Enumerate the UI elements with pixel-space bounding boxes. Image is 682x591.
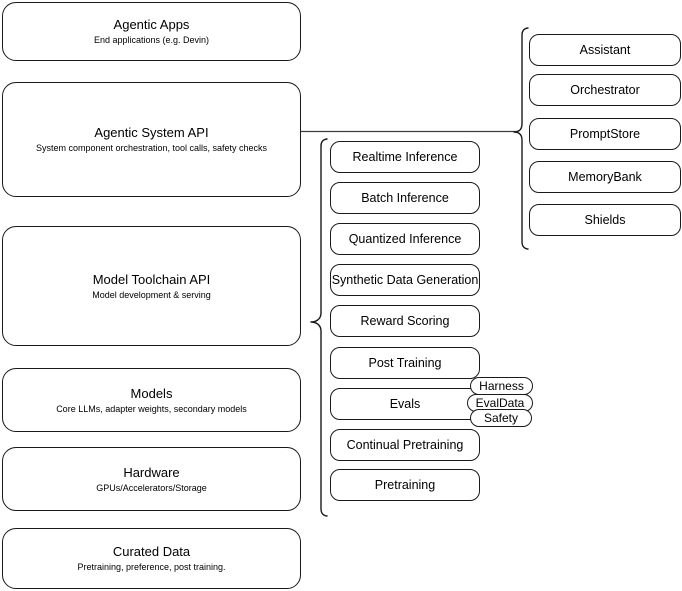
right-node-promptstore[interactable]: PromptStore [529, 118, 681, 150]
stack-box-subtitle: Model development & serving [92, 289, 211, 300]
right-node-label: MemoryBank [568, 169, 642, 184]
middle-node-label: Batch Inference [361, 190, 449, 205]
right-node-assistant[interactable]: Assistant [529, 34, 681, 66]
right-node-label: Assistant [579, 42, 631, 57]
stack-box-title: Agentic Apps [113, 17, 190, 32]
middle-node-label: Evals [389, 396, 421, 411]
stack-box-subtitle: Core LLMs, adapter weights, secondary mo… [56, 403, 247, 414]
stack-box-subtitle: System component orchestration, tool cal… [35, 143, 268, 153]
right-node-label: Orchestrator [570, 82, 640, 97]
stack-box-hardware[interactable]: Hardware GPUs/Accelerators/Storage [2, 447, 301, 511]
middle-node-label: Pretraining [374, 477, 436, 492]
middle-node-label: Realtime Inference [352, 149, 458, 164]
stack-box-subtitle: End applications (e.g. Devin) [93, 35, 210, 45]
middle-node-reward-scoring[interactable]: Reward Scoring [330, 305, 480, 337]
right-node-orchestrator[interactable]: Orchestrator [529, 74, 681, 106]
middle-node-label: Quantized Inference [348, 231, 462, 246]
stack-box-subtitle: Pretraining, preference, post training. [77, 562, 226, 572]
stack-box-title: Agentic System API [94, 125, 209, 140]
evals-pill-harness[interactable]: Harness [470, 377, 533, 395]
stack-box-curated-data[interactable]: Curated Data Pretraining, preference, po… [2, 528, 301, 589]
stack-box-subtitle: GPUs/Accelerators/Storage [96, 482, 207, 493]
stack-box-agentic-system-api[interactable]: Agentic System API System component orch… [2, 82, 301, 197]
right-node-label: Shields [584, 212, 626, 227]
stack-box-model-toolchain-api[interactable]: Model Toolchain API Model development & … [2, 226, 301, 346]
stack-box-title: Model Toolchain API [92, 271, 211, 287]
middle-node-batch-inference[interactable]: Batch Inference [330, 182, 480, 214]
middle-node-synthetic-data-generation[interactable]: Synthetic Data Generation [330, 264, 480, 296]
right-node-label: PromptStore [569, 126, 641, 141]
stack-box-title: Curated Data [112, 544, 191, 559]
middle-node-post-training[interactable]: Post Training [330, 347, 480, 379]
middle-node-realtime-inference[interactable]: Realtime Inference [330, 141, 480, 173]
stack-box-title: Models [130, 385, 173, 401]
stack-box-models[interactable]: Models Core LLMs, adapter weights, secon… [2, 368, 301, 432]
middle-node-label: Synthetic Data Generation [331, 272, 479, 287]
connector-agentic-system-api-to-right-group [300, 124, 522, 140]
right-node-shields[interactable]: Shields [529, 204, 681, 236]
middle-node-pretraining[interactable]: Pretraining [330, 469, 480, 501]
stack-box-agentic-apps[interactable]: Agentic Apps End applications (e.g. Devi… [2, 2, 301, 61]
middle-node-label: Reward Scoring [360, 313, 450, 328]
middle-node-label: Post Training [368, 355, 442, 370]
middle-node-continual-pretraining[interactable]: Continual Pretraining [330, 429, 480, 461]
evals-pill-safety[interactable]: Safety [470, 409, 532, 427]
middle-node-evals[interactable]: Evals [330, 388, 480, 420]
stack-box-title: Hardware [123, 464, 180, 480]
middle-node-quantized-inference[interactable]: Quantized Inference [330, 223, 480, 255]
right-node-memorybank[interactable]: MemoryBank [529, 161, 681, 193]
middle-node-label: Continual Pretraining [346, 437, 464, 452]
